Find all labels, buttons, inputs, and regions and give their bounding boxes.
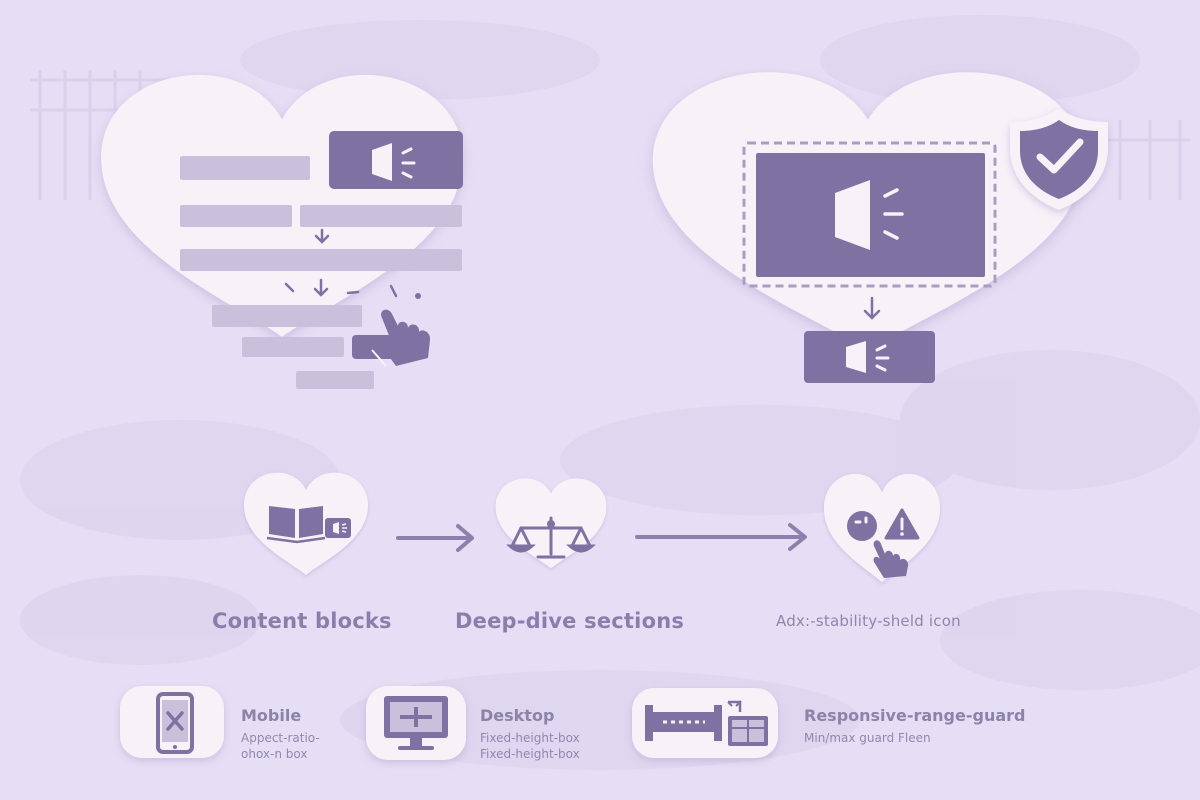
flow-arrow-2	[635, 523, 807, 551]
content-bars	[180, 156, 462, 389]
range-guard-subtitle: Min/max guard Fleen	[804, 731, 931, 745]
flow-label-stability-shield: Adx:-stability-sheld icon	[776, 612, 961, 630]
desktop-title: Desktop	[480, 706, 555, 725]
range-guard-card	[632, 688, 778, 758]
mobile-subtitle-line2: ohox-n box	[241, 747, 308, 761]
flow-label-deep-dive-sections: Deep-dive sections	[455, 609, 685, 633]
flow-arrow-1	[396, 524, 474, 552]
ad-banner	[329, 131, 463, 189]
collapse-arrow-down	[863, 296, 881, 320]
flow-label-content-blocks: Content blocks	[212, 609, 392, 633]
mobile-subtitle-line1: Appect-ratio-	[241, 731, 320, 745]
flow-step-3	[823, 473, 941, 583]
reserved-slot-heart	[652, 72, 1108, 383]
flow-step-2	[495, 478, 607, 569]
range-guard-icon	[645, 700, 768, 746]
small-ad-placeholder	[804, 331, 935, 383]
balance-scale-icon	[506, 516, 596, 559]
range-guard-title: Responsive-range-guard	[804, 706, 1026, 725]
stability-shield-icon	[1010, 108, 1108, 210]
desktop-card	[366, 686, 466, 760]
mobile-card	[120, 686, 224, 758]
flow-step-1	[243, 472, 369, 575]
mobile-title: Mobile	[241, 706, 302, 725]
desktop-subtitle-line1: Fixed-height-box	[480, 731, 580, 745]
mobile-icon	[156, 692, 194, 754]
tap-hand-icon	[352, 309, 431, 367]
book-and-ad-icon	[266, 506, 351, 544]
shift-arrows	[284, 278, 398, 298]
alert-and-tap-icon	[847, 508, 920, 578]
layout-shift-heart	[101, 74, 463, 389]
desktop-icon	[384, 696, 448, 750]
shift-arrow-down	[314, 228, 330, 244]
reserved-space-outline	[742, 141, 997, 288]
desktop-subtitle-line2: Fixed-height-box	[480, 747, 580, 761]
large-ad-placeholder	[756, 153, 985, 277]
